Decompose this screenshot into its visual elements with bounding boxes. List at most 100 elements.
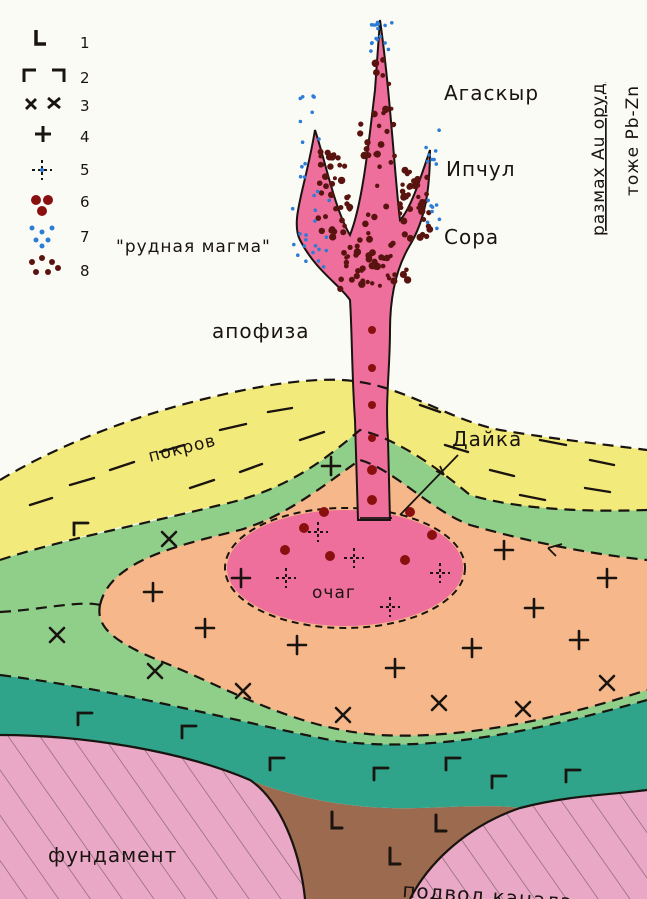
ore-dot	[371, 214, 377, 220]
ore-dot	[380, 57, 386, 63]
ore-dot	[402, 167, 409, 174]
label-ore-magma: "рудная магма"	[116, 237, 271, 257]
ore-dot	[380, 73, 385, 78]
ore-dot	[323, 214, 328, 219]
ore-dot	[370, 281, 374, 285]
ore-dot	[328, 192, 335, 199]
gamma-symbol-icon	[24, 70, 64, 82]
blue-dot	[327, 199, 331, 203]
ore-dot	[322, 173, 329, 180]
label-agaskyr: Агаскыр	[444, 81, 539, 105]
blue-dot	[314, 208, 318, 212]
ore-dot	[342, 164, 347, 169]
ore-dot	[389, 160, 394, 165]
ore-dot	[317, 180, 323, 186]
ore-dot	[319, 228, 325, 234]
blue-dot	[325, 249, 329, 253]
ore-dot	[392, 272, 397, 277]
blue-dot	[312, 194, 316, 198]
ore-dot	[338, 205, 343, 210]
ore-dot	[327, 163, 333, 169]
blue-dot	[431, 205, 435, 209]
ore-dot	[378, 254, 384, 260]
blue-dot	[434, 149, 438, 153]
blue-dot	[383, 41, 387, 45]
ore-dot	[329, 181, 335, 187]
ore-dot	[319, 190, 324, 195]
blue-dot	[437, 128, 441, 132]
blue-dot	[383, 24, 387, 28]
ore-dot	[344, 264, 349, 269]
ore-dot	[384, 129, 389, 134]
ore-dot	[358, 122, 363, 127]
ore-dot	[421, 217, 426, 222]
ore-dot	[383, 204, 389, 210]
legend-num-7: 7	[80, 228, 90, 246]
plus-symbol-icon	[35, 126, 51, 142]
blue-dot	[291, 207, 295, 211]
ore-dot	[328, 153, 336, 161]
ore-dot	[337, 163, 342, 168]
blue-dot	[325, 235, 329, 239]
blue-dot	[317, 259, 321, 263]
ore-dot	[382, 106, 389, 113]
legend-item-8: 8	[29, 255, 90, 280]
blue-dot	[302, 244, 306, 248]
ore-dot	[347, 194, 351, 198]
blue-dot	[322, 265, 326, 269]
blue-dot	[370, 42, 374, 46]
blue-dot	[426, 160, 430, 164]
ore-dot	[387, 82, 391, 86]
ore-dot	[355, 268, 361, 274]
ore-dot	[354, 273, 360, 279]
ore-dot	[426, 226, 433, 233]
legend-item-6: 6	[31, 193, 90, 216]
ore-dot	[333, 176, 337, 180]
blue-dot	[426, 199, 430, 203]
ore-dot	[348, 245, 353, 250]
blue-dot	[292, 243, 296, 247]
ore-dot	[389, 107, 393, 111]
ore-dot	[417, 234, 424, 241]
ore-dot	[347, 207, 352, 212]
blue-dot	[311, 251, 315, 255]
ore-dot	[391, 122, 397, 128]
blue-dot	[438, 218, 442, 222]
ore-dot	[400, 183, 404, 187]
ore-dot	[349, 277, 355, 283]
x-symbol-icon	[26, 98, 60, 109]
ore-dot	[346, 254, 350, 258]
ore-dot	[400, 271, 407, 278]
blue-dot	[304, 233, 308, 237]
blue-dot	[303, 162, 307, 166]
ore-dot	[366, 280, 370, 284]
blue-dot	[298, 232, 302, 236]
blue-dot	[313, 219, 317, 223]
blue-dot	[304, 238, 308, 242]
ore-dot	[339, 218, 345, 224]
legend-num-4: 4	[80, 128, 90, 146]
ore-dot	[329, 233, 336, 240]
legend-item-1: 1	[36, 30, 90, 52]
ore-dot	[378, 284, 382, 288]
blue-dot	[300, 165, 304, 169]
ore-dot	[377, 164, 382, 169]
ore-dot	[323, 183, 329, 189]
blue-dot	[435, 162, 439, 166]
ore-dot	[318, 154, 323, 159]
ore-dot	[414, 182, 420, 188]
ore-dot	[373, 69, 380, 76]
blue-dot	[376, 21, 380, 25]
ore-dot	[424, 175, 429, 180]
ore-dot	[407, 235, 414, 242]
legend-item-3: 3	[26, 97, 90, 115]
blue-dot	[426, 221, 430, 225]
side-note-pbzn: тоже Pb-Zn	[623, 85, 643, 196]
ore-dot	[416, 195, 420, 199]
ore-dot	[335, 155, 340, 160]
ore-dot	[366, 236, 373, 243]
blue-dot	[430, 158, 434, 162]
ore-dot	[418, 202, 422, 206]
